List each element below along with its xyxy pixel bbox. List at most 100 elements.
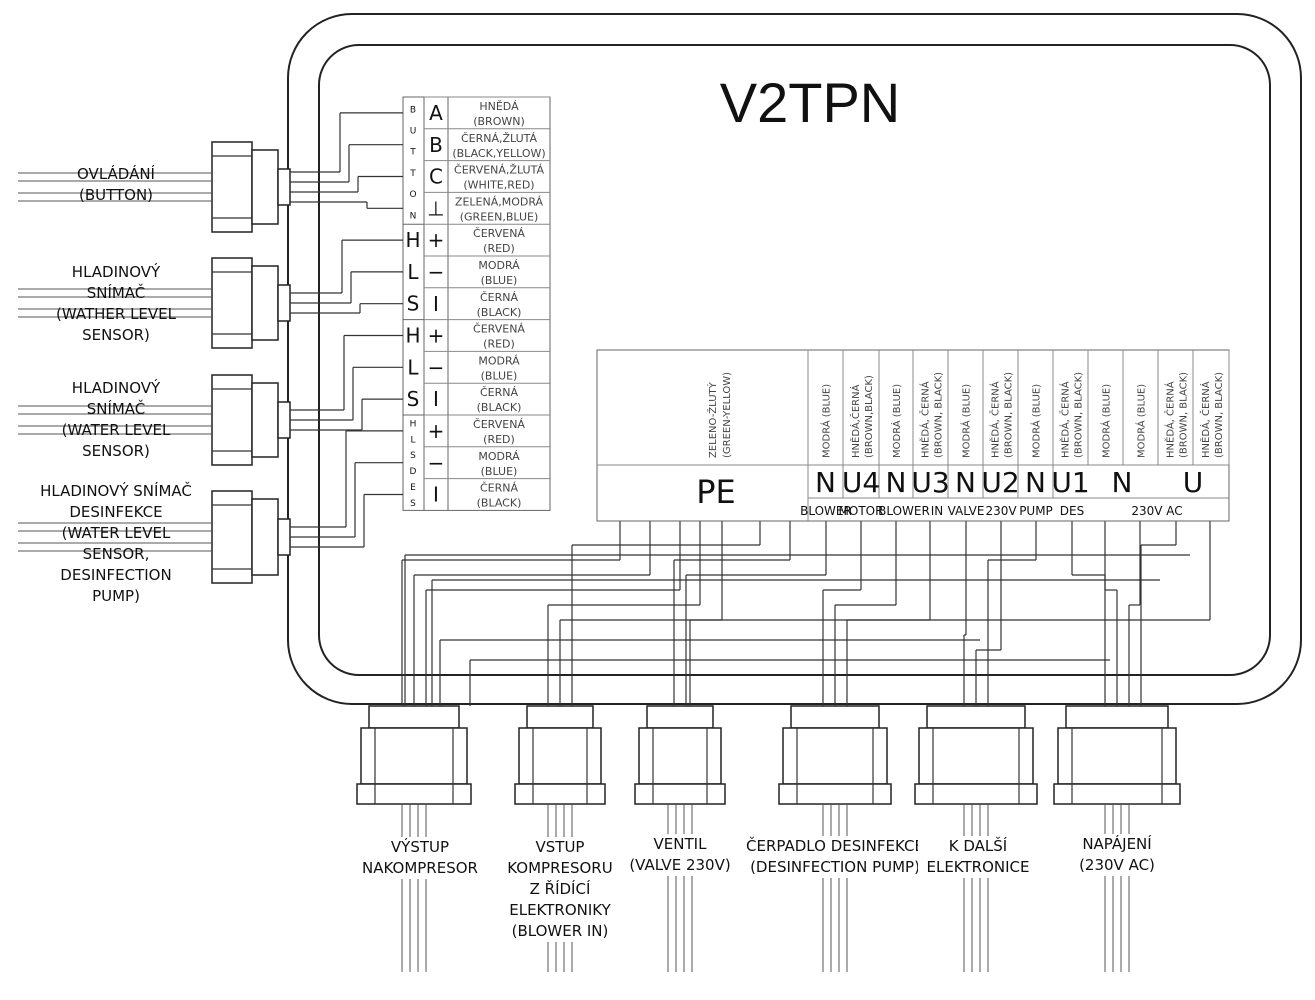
wire-color-label: (BLUE) xyxy=(481,369,518,382)
left-connector-label: OVLÁDÁNÍ (BUTTON) xyxy=(77,165,155,204)
wire-color-label: HNĚDÁ, ČERNÁ xyxy=(1199,381,1212,458)
wire-color-label: (BLACK) xyxy=(477,497,522,510)
terminal-pin-label: A xyxy=(429,101,443,125)
wire-color-label: (BROWN, BLACK) xyxy=(1214,372,1225,458)
enclosure-inner xyxy=(318,44,1271,676)
function-label: BLOWER xyxy=(878,504,930,518)
bottom-gland-nut xyxy=(1053,783,1181,805)
left-terminal-block xyxy=(402,96,551,511)
bottom-connector-label: VENTIL (VALVE 230V) xyxy=(620,834,740,876)
terminal-pin-label: U4 xyxy=(842,466,880,499)
enclosure-outer xyxy=(287,13,1302,705)
terminal-pin-label: + xyxy=(428,228,445,252)
function-label: MOTOR xyxy=(839,504,884,518)
device-title: V2TPN xyxy=(719,71,901,134)
bottom-gland-thread xyxy=(926,705,1026,729)
pe-terminal-label: PE xyxy=(696,473,736,511)
group-label-letter: N xyxy=(410,211,417,221)
wire-color-label: (RED) xyxy=(483,242,515,255)
group-label-letter: O xyxy=(409,190,416,200)
terminal-pin-label: ⊥ xyxy=(427,196,444,220)
wire-color-label: (RED) xyxy=(483,338,515,351)
left-gland-nut xyxy=(211,490,253,584)
terminal-pin-label: N xyxy=(815,466,836,499)
group-label-letter: H xyxy=(405,228,420,252)
bottom-connector-label: VÝSTUP NAKOMPRESOR xyxy=(350,837,490,879)
bottom-gland-body xyxy=(638,727,722,785)
wire-color-label: MODRÁ (BLUE) xyxy=(820,384,833,458)
terminal-pin-label: U2 xyxy=(981,466,1019,499)
left-gland-body xyxy=(251,498,279,576)
wire-color-label: MODRÁ (BLUE) xyxy=(1030,384,1043,458)
wire-color-label: MODRÁ (BLUE) xyxy=(1135,384,1148,458)
bottom-gland-thread xyxy=(526,705,594,729)
left-connector-label: HLADINOVÝ SNÍMAČ (WATHER LEVEL SENSOR) xyxy=(56,263,176,344)
wire-color-label: MODRÁ (BLUE) xyxy=(1100,384,1113,458)
left-gland-body xyxy=(251,382,279,458)
group-label-letter: S xyxy=(407,292,420,316)
terminal-pin-label: − xyxy=(428,260,445,284)
group-label-letter: T xyxy=(409,169,416,179)
group-label-letter: L xyxy=(410,435,415,445)
left-gland-body xyxy=(251,265,279,341)
wire-color-label: (GREEN,BLUE) xyxy=(460,210,539,223)
bottom-connector-label: K DALŠÍ ELEKTRONICE xyxy=(918,836,1038,878)
group-label-letter: T xyxy=(409,148,416,158)
wire-color-label: ČERNÁ xyxy=(480,482,519,495)
function-label: VALVE xyxy=(948,504,985,518)
wire-color-label: (BROWN,BLACK) xyxy=(864,375,875,458)
bottom-gland-body xyxy=(518,727,602,785)
wire-color-label: ČERVENÁ,ŽLUTÁ xyxy=(454,164,544,177)
left-gland-nut xyxy=(211,374,253,466)
wire-color-label: MODRÁ xyxy=(478,354,520,367)
terminal-pin-label: U1 xyxy=(1051,466,1089,499)
wire-color-label: ČERNÁ,ŽLUTÁ xyxy=(461,132,538,145)
group-label-letter: L xyxy=(407,355,419,379)
terminal-pin-label: N xyxy=(1112,466,1133,499)
wire-color-label: (BLUE) xyxy=(481,274,518,287)
terminal-pin-label: U xyxy=(1183,466,1204,499)
group-label-letter: H xyxy=(410,419,417,429)
group-label-letter: D xyxy=(410,467,417,477)
bottom-gland-thread xyxy=(790,705,880,729)
terminal-pin-label: N xyxy=(886,466,907,499)
terminal-pin-label: N xyxy=(955,466,976,499)
bottom-gland-body xyxy=(782,727,888,785)
wire-color-label: (BROWN) xyxy=(473,115,525,128)
wire-color-label: HNĚDÁ, ČERNÁ xyxy=(989,381,1002,458)
function-label: 230V xyxy=(985,504,1017,518)
wire-color-label: (BROWN, BLACK) xyxy=(1004,372,1015,458)
bottom-connector-label: ČERPADLO DESINFEKCE (DESINFECTION PUMP) xyxy=(745,836,925,878)
terminal-pin-label: − xyxy=(428,355,445,379)
wire-color-label: ČERVENÁ xyxy=(473,418,525,431)
wire-color-label: ZELENÁ,MODRÁ xyxy=(455,195,544,208)
wire-color-label: (BLACK,YELLOW) xyxy=(452,147,545,160)
wire-color-label: MODRÁ (BLUE) xyxy=(890,384,903,458)
wire-color-label: (GREEN-YELLOW) xyxy=(722,372,733,458)
wire-color-label: MODRÁ xyxy=(478,450,520,463)
wire-color-label: ZELENO-ŽLUTÝ xyxy=(706,381,719,458)
function-label: PUMP xyxy=(1019,504,1053,518)
bottom-gland-thread xyxy=(1065,705,1169,729)
wire-color-label: MODRÁ (BLUE) xyxy=(960,384,973,458)
bottom-gland-nut xyxy=(514,783,606,805)
bottom-connector-label: VSTUP KOMPRESORU Z ŘÍDÍCÍ ELEKTRONIKY (B… xyxy=(495,837,625,942)
bottom-gland-body xyxy=(918,727,1034,785)
wire-color-label: (BROWN, BLACK) xyxy=(1179,372,1190,458)
wire-color-label: ČERVENÁ xyxy=(473,227,525,240)
wire-color-label: ČERNÁ xyxy=(480,386,519,399)
bottom-gland-body xyxy=(360,727,468,785)
terminal-pin-label: − xyxy=(428,451,445,475)
terminal-pin-label: I xyxy=(433,483,439,507)
function-label: DES xyxy=(1060,504,1084,518)
wire-color-label: MODRÁ xyxy=(478,259,520,272)
terminal-pin-label: C xyxy=(429,165,443,189)
left-connector-label: HLADINOVÝ SNÍMAČ DESINFEKCE (WATER LEVEL… xyxy=(40,482,192,605)
function-label: 230V AC xyxy=(1131,504,1182,518)
bottom-gland-nut xyxy=(914,783,1038,805)
left-gland-thread xyxy=(277,518,291,556)
wire-color-label: ČERVENÁ xyxy=(473,323,525,336)
function-label: BLOWER xyxy=(800,504,852,518)
group-label-letter: L xyxy=(407,260,419,284)
left-gland-thread xyxy=(277,284,291,322)
